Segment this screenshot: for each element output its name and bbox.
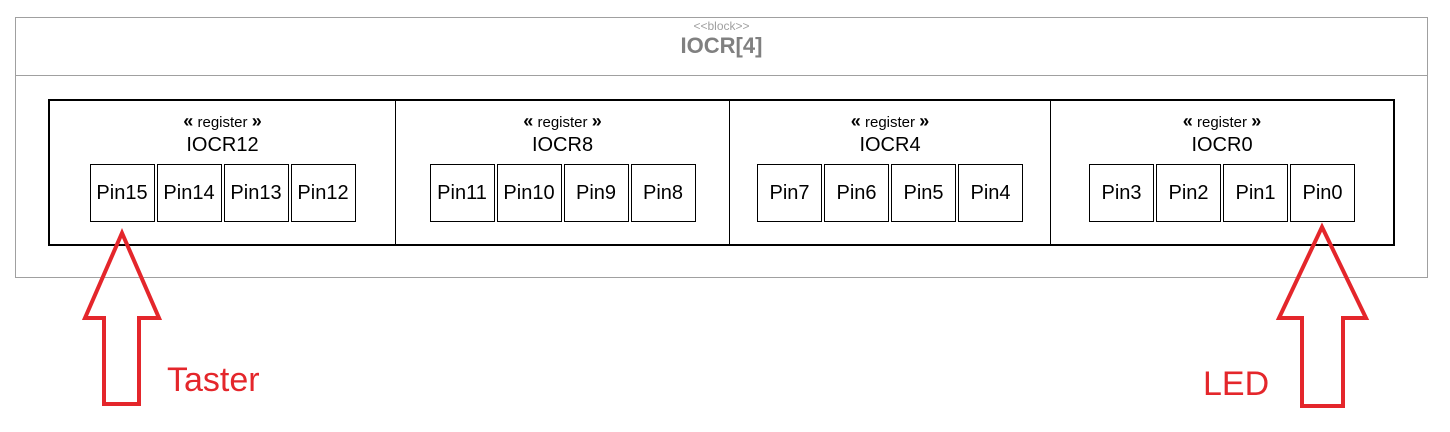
register-stereotype: « register » xyxy=(850,111,930,131)
block-divider xyxy=(16,75,1427,76)
pin-3: Pin3 xyxy=(1089,164,1154,222)
register-name: IOCR4 xyxy=(859,134,921,156)
register-iocr0: « register » IOCR0 Pin3 Pin2 Pin1 Pin0 xyxy=(1051,101,1393,244)
pin-4: Pin4 xyxy=(958,164,1023,222)
pin-9: Pin9 xyxy=(563,164,629,222)
led-label: LED xyxy=(1203,365,1270,403)
pin-14: Pin14 xyxy=(156,164,222,222)
register-name: IOCR0 xyxy=(1191,134,1253,156)
register-iocr12: « register » IOCR12 Pin15 Pin14 Pin13 Pi… xyxy=(50,101,396,244)
pin-2: Pin2 xyxy=(1156,164,1221,222)
pin-5: Pin5 xyxy=(891,164,956,222)
register-name: IOCR12 xyxy=(186,134,259,156)
pin-10: Pin10 xyxy=(496,164,562,222)
pin-13: Pin13 xyxy=(223,164,289,222)
pin-1: Pin1 xyxy=(1223,164,1288,222)
pin-11: Pin11 xyxy=(429,164,495,222)
pin-8: Pin8 xyxy=(630,164,696,222)
register-stereotype: « register » xyxy=(523,111,602,131)
register-stereotype: « register » xyxy=(183,111,262,131)
register-name: IOCR8 xyxy=(531,134,594,156)
register-row: « register » IOCR12 Pin15 Pin14 Pin13 Pi… xyxy=(48,99,1395,246)
pin-15: Pin15 xyxy=(89,164,155,222)
pin-12: Pin12 xyxy=(290,164,356,222)
register-iocr4: « register » IOCR4 Pin7 Pin6 Pin5 Pin4 xyxy=(730,101,1051,244)
pin-6: Pin6 xyxy=(824,164,889,222)
pin-7: Pin7 xyxy=(757,164,822,222)
register-iocr8: « register » IOCR8 Pin11 Pin10 Pin9 Pin8 xyxy=(396,101,730,244)
block-title: IOCR[4] xyxy=(680,33,763,58)
iocr-block: <<block>> IOCR[4] xyxy=(15,17,1428,278)
block-stereotype: <<block>> xyxy=(693,19,750,33)
pin-0: Pin0 xyxy=(1290,164,1355,222)
register-stereotype: « register » xyxy=(1182,111,1262,131)
taster-label: Taster xyxy=(167,361,260,399)
